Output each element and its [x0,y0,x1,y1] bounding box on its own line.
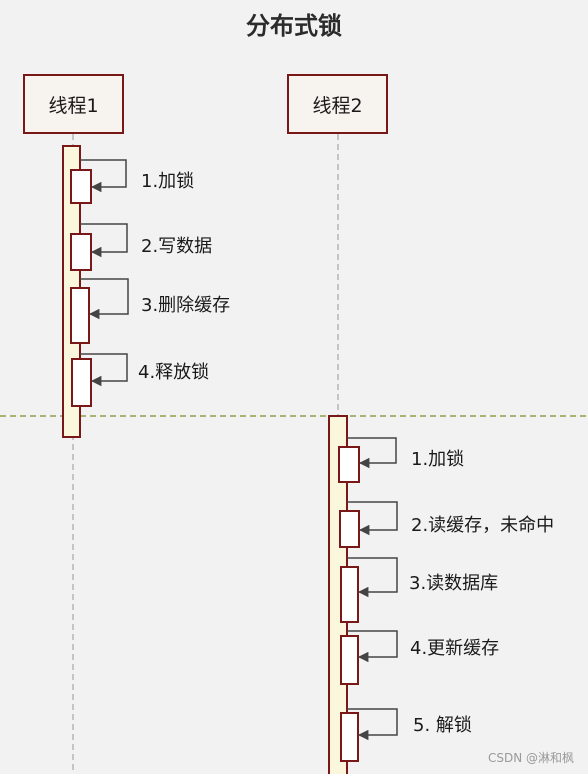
self-message-t2-3 [340,557,398,623]
watermark: CSDN @淋和枫 [487,751,574,765]
lifeline-label: 线程1 [48,94,99,117]
lifeline-label: 线程2 [312,94,363,117]
self-message-t1-4 [71,353,128,407]
step-label-t2-1: 1.加锁 [411,449,465,470]
step-label-t2-2: 2.读缓存，未命中 [411,515,555,536]
step-label-t1-1: 1.加锁 [141,171,195,192]
step-label-t2-3: 3.读数据库 [409,573,499,594]
step-label-t1-3: 3.删除缓存 [141,295,231,316]
step-label-t2-4: 4.更新缓存 [410,638,500,659]
step-label-t1-4: 4.释放锁 [138,362,210,383]
step-label-t1-2: 2.写数据 [141,236,213,257]
self-message-t2-2 [339,501,398,548]
lifeline-head-thread1: 线程1 [23,74,124,134]
lifeline-head-thread2: 线程2 [287,74,388,134]
page-title: 分布式锁 [246,12,342,40]
self-message-t1-1 [70,159,127,204]
self-message-t1-2 [70,223,128,271]
self-message-t2-1 [338,437,397,483]
self-message-t2-4 [340,630,398,685]
self-message-t1-3 [70,278,129,344]
self-message-t2-5 [340,708,398,762]
step-label-t2-5: 5. 解锁 [413,715,472,736]
